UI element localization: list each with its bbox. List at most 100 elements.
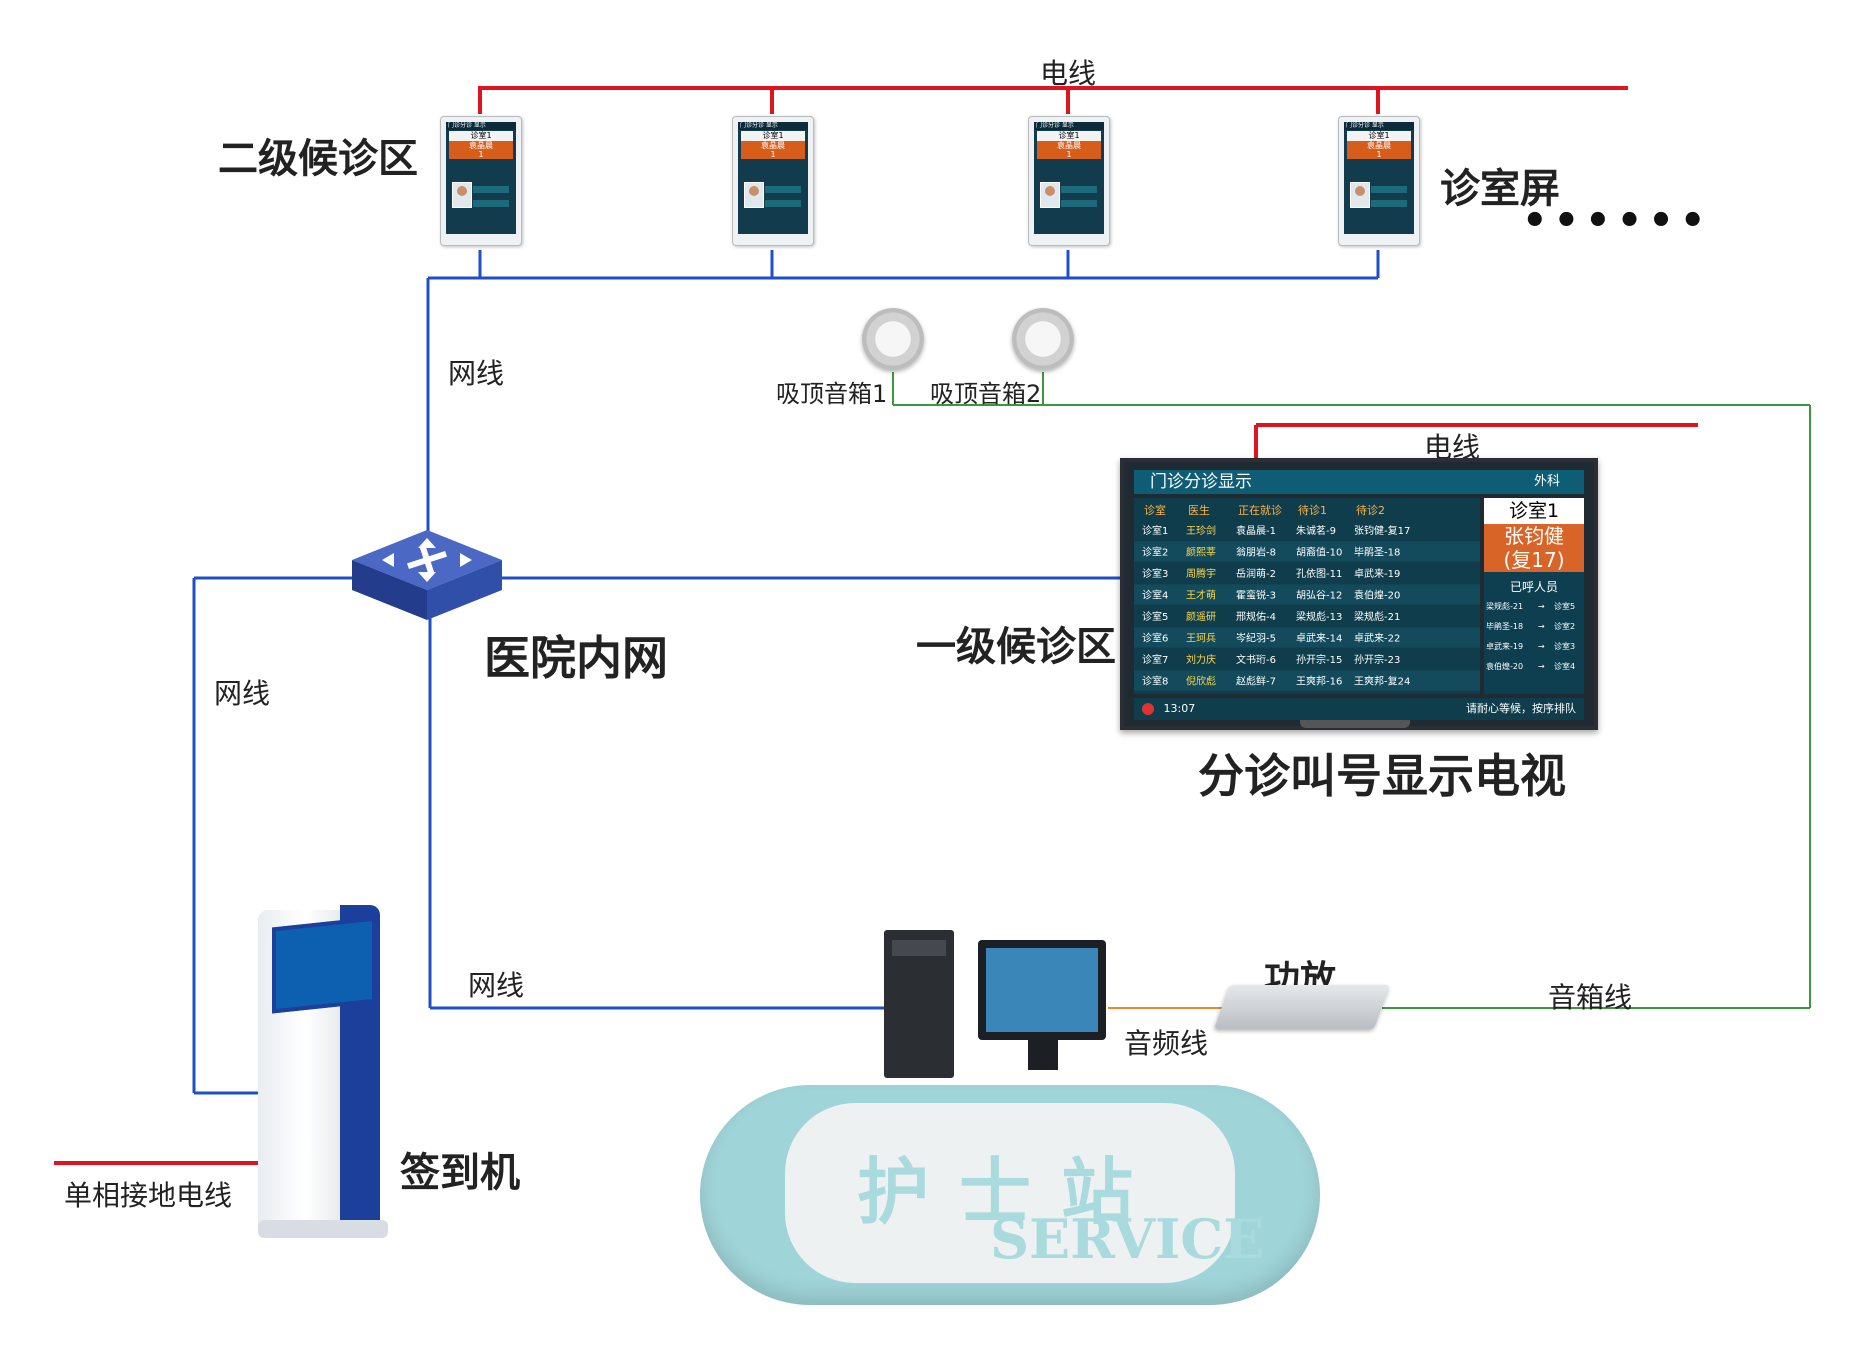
- tv-cell: 诊室4: [1142, 589, 1168, 602]
- tv-cell: 霍蛮锐-3: [1236, 589, 1276, 602]
- doctor-photo: [1350, 182, 1370, 208]
- tv-side-name: 张钧健: [1484, 524, 1584, 548]
- tv-cell: 诊室7: [1142, 653, 1168, 666]
- tv-header-cell: 医生: [1188, 503, 1210, 517]
- kiosk-screen: [272, 916, 376, 1014]
- clinic-screen-label: 诊室屏: [1440, 166, 1560, 212]
- speaker-cable: [892, 372, 1811, 1009]
- nurse-station-cn: 护士站: [856, 1149, 1163, 1234]
- ceiling-speaker-2: [1012, 308, 1074, 370]
- tv-called-cell: 诊室4: [1554, 661, 1575, 671]
- tv-called-title: 已呼人员: [1509, 580, 1558, 594]
- clinic-screen-4: 门诊分诊 显示 诊室1 袁晶晨 1: [1338, 116, 1420, 246]
- tv-cell: 梁规彪-13: [1296, 610, 1342, 623]
- speaker2-label: 吸顶音箱2: [930, 380, 1042, 408]
- tv-row-bg: [1134, 606, 1480, 626]
- tv-cell: 王爽邦-16: [1296, 675, 1342, 688]
- tv-cell: 诊室6: [1142, 632, 1168, 645]
- ellipsis-dots: ••••••: [1522, 198, 1712, 244]
- tv-cell: 卓武来-19: [1354, 567, 1400, 580]
- tv-row-bg: [1134, 649, 1480, 669]
- tv-cell: 王爽邦-复24: [1354, 675, 1410, 688]
- tv-called-cell: 诊室2: [1554, 621, 1575, 631]
- amplifier-device: [1213, 985, 1391, 1029]
- tv-cell: 朱诚茗-9: [1296, 525, 1336, 537]
- tv-caption: 分诊叫号显示电视: [1198, 749, 1566, 803]
- tv-header-cell: 待诊2: [1356, 503, 1385, 517]
- tv-cell: 诊室5: [1142, 610, 1168, 623]
- primary-waiting-label: 一级候诊区: [916, 624, 1116, 670]
- tv-cell: 毕鹃圣-18: [1354, 546, 1400, 559]
- tv-cell: 王珍剑: [1186, 524, 1216, 537]
- tv-cell: 赵彪鲜-7: [1236, 675, 1276, 688]
- tv-cell: 诊室1: [1142, 524, 1168, 537]
- tv-called-cell: 诊室3: [1554, 641, 1575, 651]
- nurse-station: 护士站 SERVICE: [700, 1085, 1320, 1305]
- tv-stand: [1300, 720, 1410, 728]
- tv-cell: 胡弘谷-12: [1296, 589, 1342, 602]
- tv-called-cell: 诊室5: [1554, 601, 1575, 611]
- tv-footer-bar: 13:07 请耐心等候，按序排队: [1134, 698, 1584, 720]
- tv-cell: 倪欣彪: [1186, 675, 1216, 688]
- tv-called-cell: →: [1538, 662, 1545, 671]
- power-line-top: [478, 86, 1628, 114]
- tv-row-bg: [1134, 563, 1480, 583]
- clinic-screen-2: 门诊分诊 显示 诊室1 袁晶晨 1: [732, 116, 814, 246]
- tv-title: 门诊分诊显示: [1150, 472, 1252, 492]
- tv-time: 13:07: [1163, 702, 1196, 715]
- tv-title-bar: 门诊分诊显示 外科: [1134, 470, 1584, 494]
- tv-cell: 卓武来-22: [1354, 632, 1400, 645]
- network-cable-label-2: 网线: [214, 677, 271, 710]
- tv-cell: 孙开宗-23: [1354, 653, 1400, 666]
- clock-icon: [1142, 703, 1154, 715]
- tv-called-cell: →: [1538, 642, 1545, 651]
- tv-side-room: 诊室1: [1484, 498, 1584, 524]
- tv-cell: 袁伯煌-20: [1354, 589, 1400, 602]
- ceiling-speaker-1: [862, 308, 924, 370]
- power-line-tv: [1254, 423, 1698, 462]
- tv-cell: 邢规佑-4: [1236, 610, 1276, 623]
- tv-cell: 王珂兵: [1186, 632, 1216, 645]
- pc-tower: [884, 930, 954, 1078]
- tv-called-cell: →: [1538, 622, 1545, 631]
- tv-dept: 外科: [1533, 474, 1560, 489]
- network-cable-label-3: 网线: [468, 969, 525, 1002]
- tv-cell: 王才萌: [1186, 589, 1216, 602]
- ground-wire-label: 单相接地电线: [64, 1179, 233, 1212]
- tv-header-cell: 诊室: [1144, 503, 1166, 517]
- tv-cell: 孙开宗-15: [1296, 653, 1342, 666]
- tv-cell: 刘力庆: [1186, 653, 1216, 666]
- tv-row-bg: [1134, 670, 1480, 691]
- tv-cell: 周腾宇: [1186, 567, 1216, 580]
- power-line-top-label: 电线: [1040, 57, 1097, 90]
- tv-cell: 颜遥研: [1186, 610, 1216, 623]
- tv-cell: 诊室8: [1142, 675, 1168, 688]
- tv-cell: 岑纪羽-5: [1236, 633, 1276, 645]
- speaker1-label: 吸顶音箱1: [776, 380, 888, 408]
- tv-cell: 梁规彪-21: [1354, 610, 1400, 623]
- tv-row-bg: [1134, 584, 1480, 605]
- tv-cell: 诊室3: [1142, 567, 1168, 580]
- tv-header-cell: 待诊1: [1298, 503, 1327, 517]
- network-lines: [192, 250, 1380, 1095]
- hospital-network-label: 医院内网: [484, 631, 668, 685]
- tv-cell: 张钧健-复17: [1354, 524, 1410, 537]
- doctor-photo: [452, 182, 472, 208]
- tv-called-cell: 卓武来-19: [1486, 641, 1523, 651]
- clinic-screen-1: 门诊分诊 显示 诊室1 袁晶晨 1: [440, 116, 522, 246]
- tv-cell: 岳润萌-2: [1236, 567, 1276, 580]
- kiosk-base: [258, 1220, 388, 1238]
- secondary-waiting-label: 二级候诊区: [218, 136, 418, 182]
- tv-cell: 诊室2: [1142, 546, 1168, 559]
- tv-called-cell: 毕鹃圣-18: [1486, 621, 1523, 631]
- kiosk-label: 签到机: [400, 1150, 520, 1196]
- tv-cell: 孔依图-11: [1296, 567, 1342, 580]
- tv-cell: 卓武来-14: [1296, 632, 1342, 645]
- tv-cell: 翁朋岩-8: [1236, 546, 1276, 559]
- tv-side-num: (复17): [1484, 548, 1584, 572]
